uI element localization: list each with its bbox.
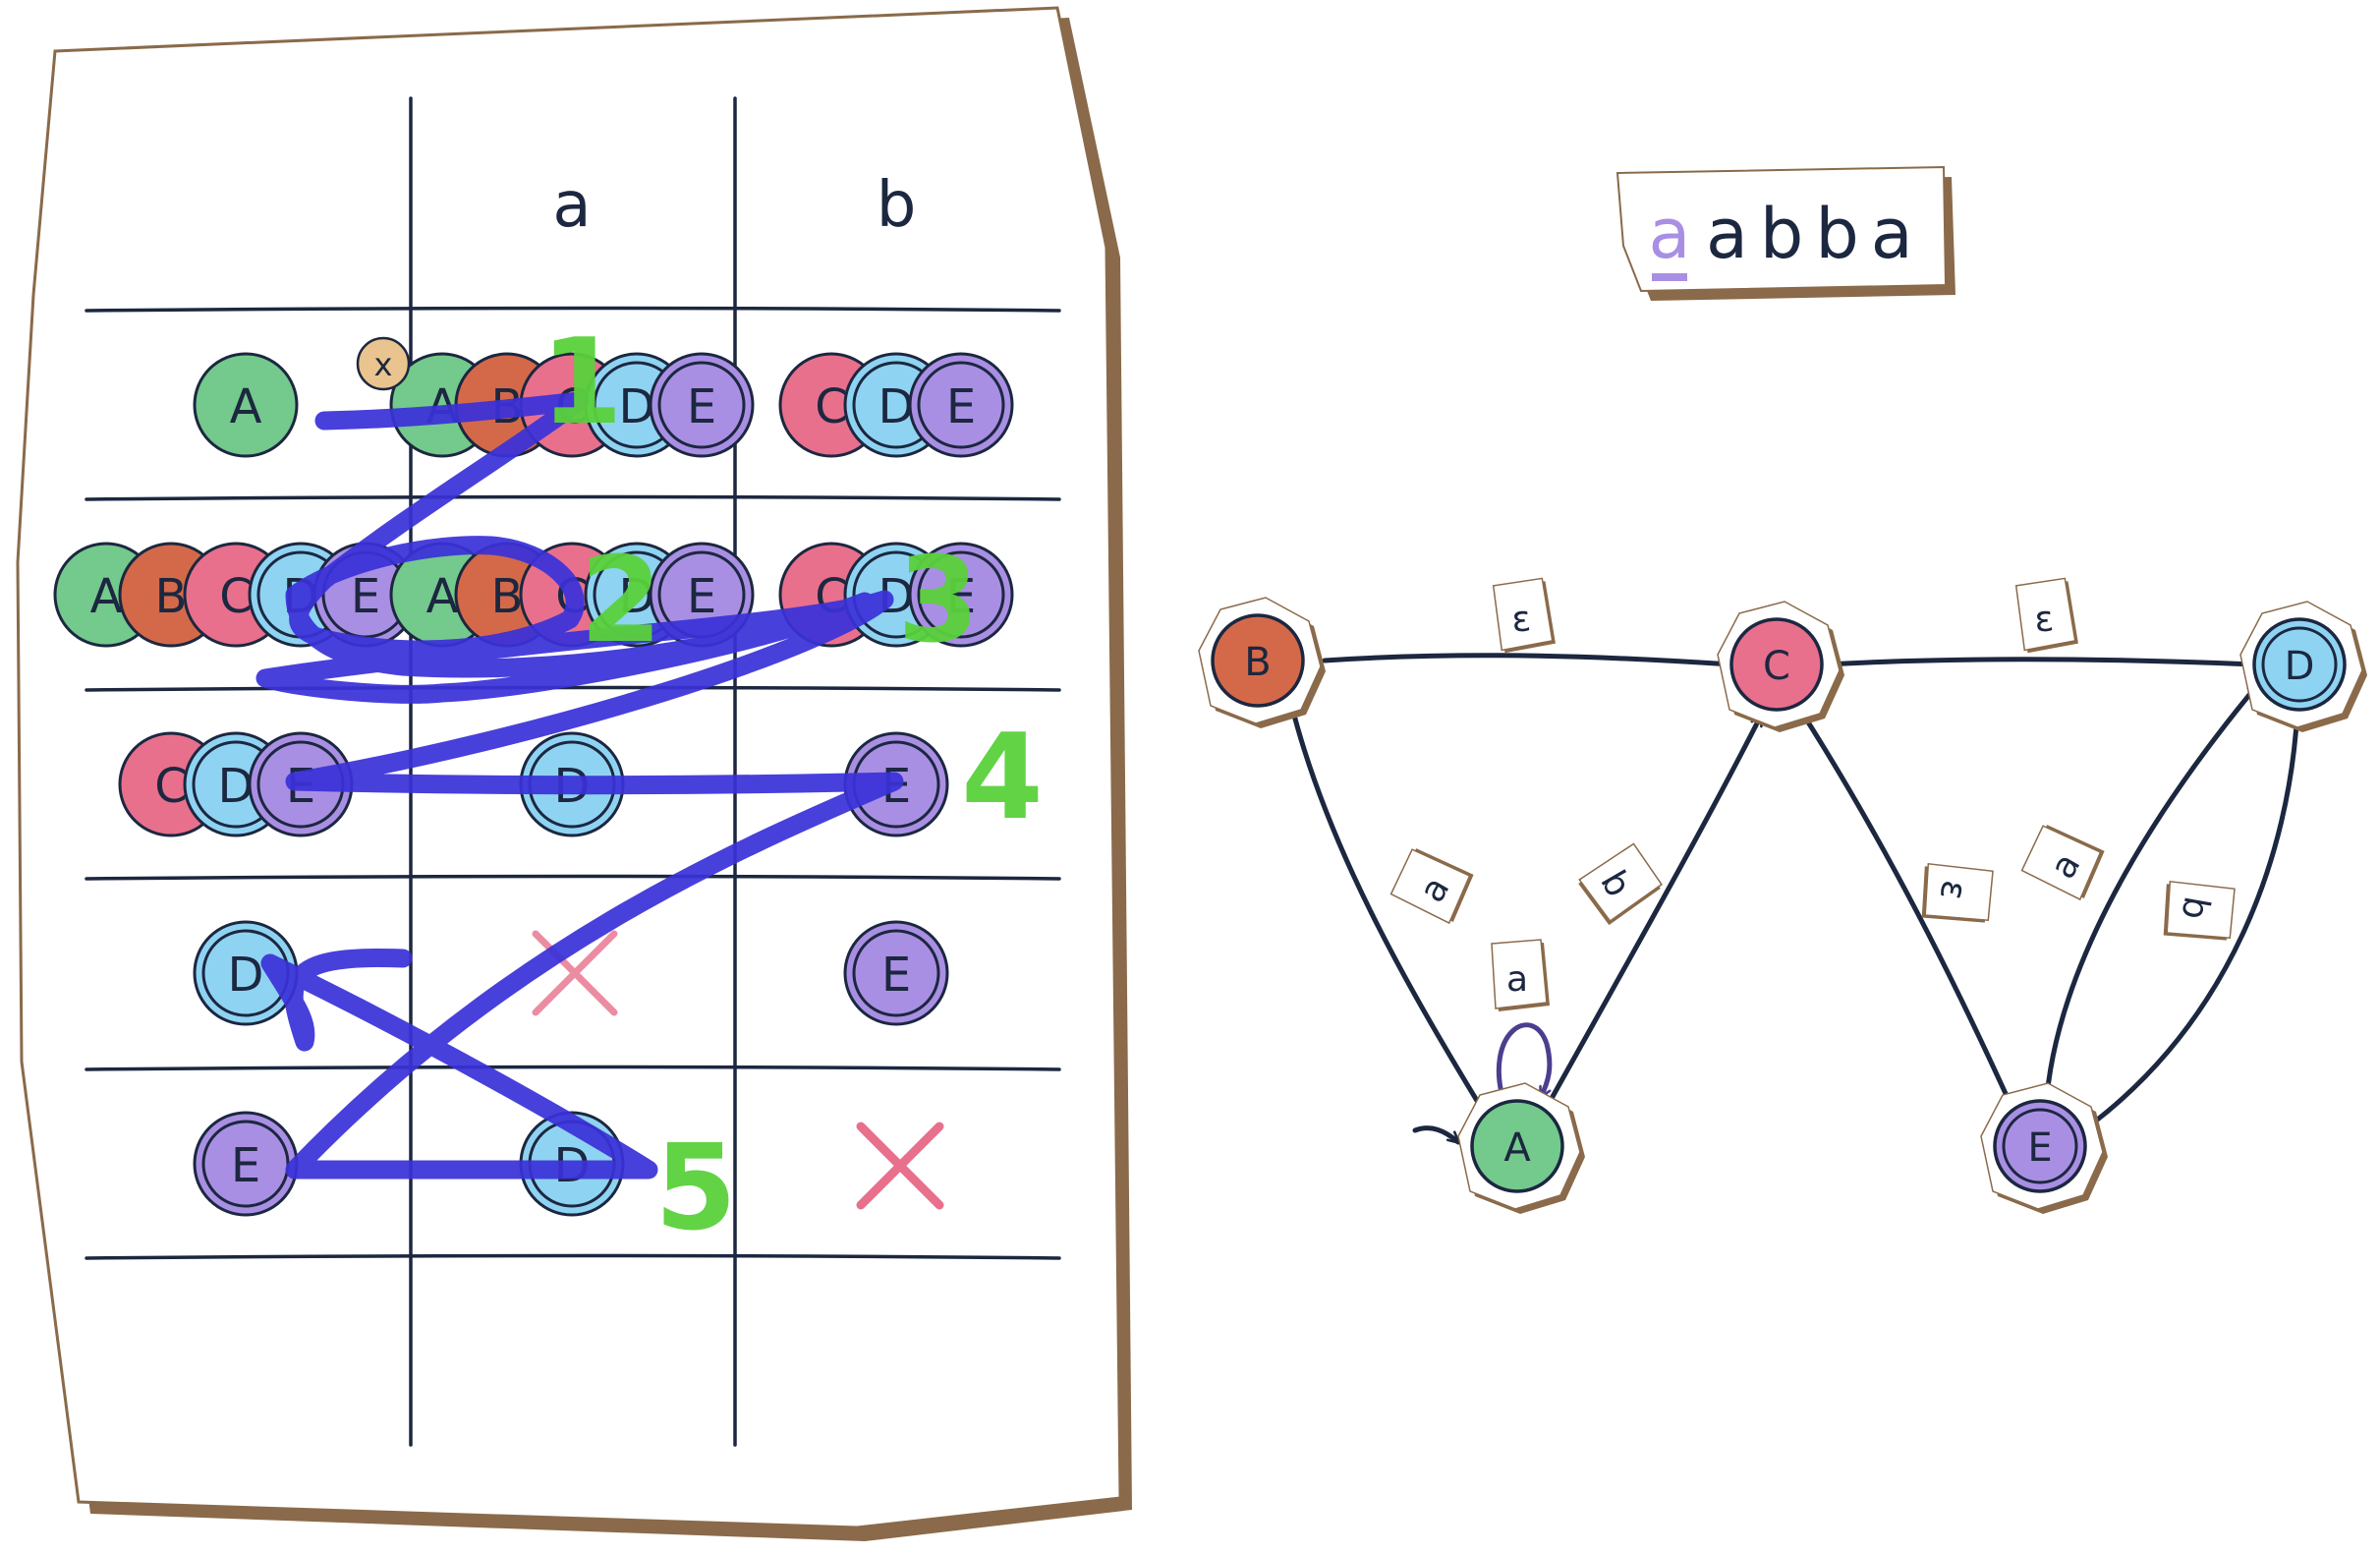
edge-A-A (1496, 1022, 1553, 1104)
edge-A-B (1291, 704, 1485, 1112)
state-chip-label: E (351, 569, 380, 624)
column-header-a: a (552, 169, 591, 242)
edge-label-c-d[interactable]: ε (2014, 577, 2078, 654)
step-number-2: 2 (580, 533, 662, 669)
state-chip-label: C (154, 759, 188, 814)
state-node-b[interactable]: B (1198, 597, 1326, 728)
column-header-b: b (877, 169, 917, 242)
edge-label-a-a[interactable]: a (1491, 939, 1550, 1011)
edge-label-d-e[interactable]: b (2158, 877, 2238, 947)
edge-E-D (2043, 684, 2258, 1112)
empty-cell-cross (856, 1122, 944, 1210)
table-grid (85, 96, 1061, 1447)
input-current-char: a (1649, 194, 1691, 274)
edge-C-E (1797, 707, 2015, 1109)
state-chip-e-r5-state[interactable]: E (193, 1111, 299, 1217)
close-icon: x (374, 346, 393, 383)
state-chip-label: C (815, 379, 848, 434)
state-node-d[interactable]: D (2239, 601, 2367, 732)
state-node-label: E (2027, 1125, 2052, 1171)
state-chip-label: A (426, 569, 459, 624)
state-nodes: A B C D E (1198, 597, 2367, 1214)
input-cursor-underline (1652, 273, 1687, 281)
input-box (1615, 165, 1948, 293)
state-chip-label: E (946, 379, 976, 434)
state-node-c[interactable]: C (1717, 601, 1844, 732)
state-chip-label: D (619, 379, 655, 434)
state-chip-label: D (878, 379, 915, 434)
state-chip-label: E (687, 569, 716, 624)
state-chip-label: C (219, 569, 253, 624)
edge-label-e-d[interactable]: a (2018, 818, 2110, 904)
state-node-label: A (1503, 1125, 1531, 1171)
step-number-1: 1 (540, 315, 623, 451)
step-number-5: 5 (654, 1121, 737, 1257)
state-chip-label: E (881, 948, 911, 1003)
scribble-annotation (255, 391, 904, 1180)
state-chip-label: B (155, 569, 188, 624)
input-string-panel: a abba (1615, 165, 1955, 301)
transition-edges (1291, 653, 2300, 1142)
edge-initial (1412, 1125, 1458, 1142)
edge-label-a-c[interactable]: b (1575, 841, 1667, 928)
edge-symbol: a (1506, 959, 1528, 1000)
state-chip-a-r1-state[interactable]: A (193, 352, 299, 458)
state-chip-label: D (218, 759, 255, 814)
edge-symbol: ε (2033, 599, 2055, 640)
edge-C-D (1825, 657, 2257, 664)
edge-label-b-c[interactable]: ε (1492, 577, 1556, 654)
edge-B-C (1322, 653, 1731, 664)
input-remaining-chars: abba (1706, 194, 1925, 274)
edge-symbol: ε (1510, 599, 1532, 640)
step-numbers: 1 2 3 4 5 (540, 315, 1044, 1257)
edge-label-c-e[interactable]: ε (1916, 859, 1997, 929)
state-chip-e-r2-b[interactable]: E (908, 542, 1014, 648)
state-chip-label: D (619, 569, 655, 624)
state-chip-label: A (230, 379, 262, 434)
state-chip-label: D (228, 948, 264, 1003)
state-chip-label: A (90, 569, 123, 624)
state-node-label: D (2285, 644, 2315, 689)
remove-row-button[interactable]: x (356, 336, 411, 391)
state-node-label: C (1763, 644, 1790, 689)
state-chip-e-r1-b[interactable]: E (908, 352, 1014, 458)
edge-D-E (2083, 707, 2300, 1133)
empty-cell-cross (532, 930, 618, 1016)
state-chip-label: E (946, 569, 976, 624)
state-node-e[interactable]: E (1980, 1082, 2108, 1214)
edge-A-C (1542, 716, 1764, 1114)
state-chip-e-r4-b[interactable]: E (843, 920, 949, 1026)
state-chip-label: E (687, 379, 716, 434)
state-chip-e-r1-a[interactable]: E (649, 352, 755, 458)
state-node-a[interactable]: A (1457, 1082, 1585, 1214)
step-number-3: 3 (897, 533, 980, 669)
state-chip-label: B (491, 569, 524, 624)
state-chip-label: E (231, 1138, 260, 1193)
step-number-4: 4 (961, 710, 1044, 846)
edge-label-a-b[interactable]: a (1388, 841, 1479, 928)
state-node-label: B (1244, 640, 1271, 685)
